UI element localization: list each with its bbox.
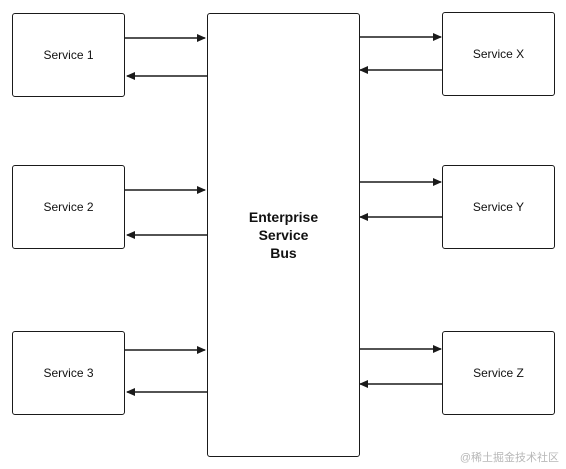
bus-label-line-1: Enterprise [248, 209, 319, 225]
service-2-label: Service 2 [43, 200, 94, 214]
service-x-box: Service X [442, 12, 555, 96]
bus-label: Enterprise Service Bus [249, 208, 318, 262]
service-y-label: Service Y [472, 200, 525, 214]
enterprise-service-bus-box: Enterprise Service Bus [207, 13, 360, 457]
service-y-box: Service Y [442, 165, 555, 249]
service-2-box: Service 2 [12, 165, 125, 249]
source-watermark: @稀土掘金技术社区 [459, 452, 559, 464]
service-3-box: Service 3 [12, 331, 125, 415]
bus-label-line-3: Bus [270, 245, 297, 261]
service-z-label: Service Z [473, 366, 524, 380]
service-1-box: Service 1 [12, 13, 125, 97]
bus-label-line-2: Service [258, 227, 309, 243]
service-3-label: Service 3 [43, 366, 94, 380]
service-x-label: Service X [472, 47, 525, 61]
service-1-label: Service 1 [43, 48, 94, 62]
service-z-box: Service Z [442, 331, 555, 415]
